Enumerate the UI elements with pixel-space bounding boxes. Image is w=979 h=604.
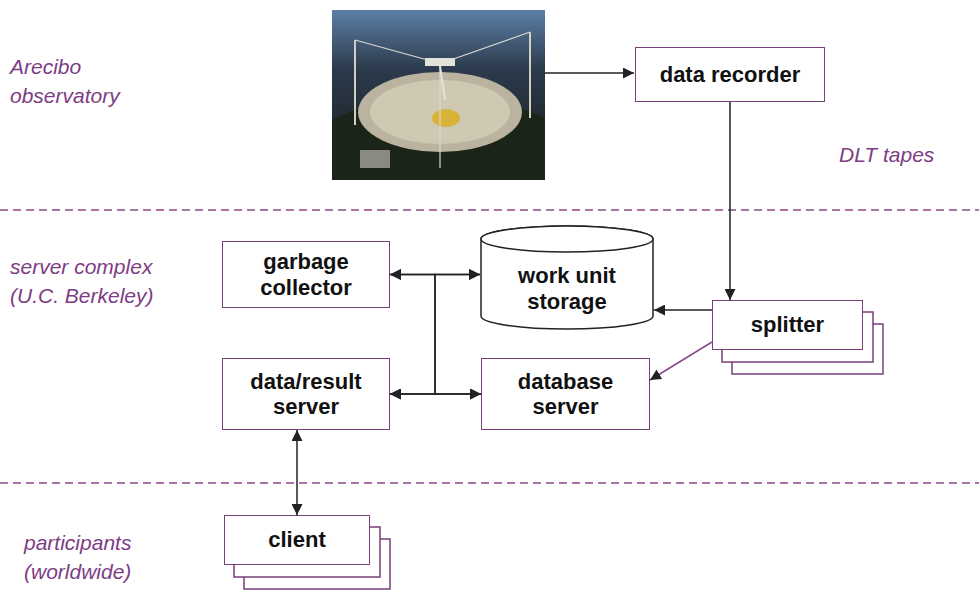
cylinder-top [481,226,653,252]
client-stack: client [224,515,370,565]
node-text: garbage collector [233,249,379,300]
connector-arrow [654,309,712,311]
process-box: data recorder [635,47,825,102]
connector-arrow [296,430,298,515]
process-box: data/result server [222,358,390,430]
connector-arrow [390,393,481,395]
tier-divider [0,482,979,484]
connector-arrow [729,102,731,300]
tier-divider [0,209,979,211]
node-text: splitter [751,312,824,337]
node-text: data/result server [233,369,379,420]
tier-label: participants (worldwide) [24,528,174,587]
signal-arrow [545,72,634,74]
process-stack: splitter [712,300,863,350]
node-text: data recorder [660,62,801,87]
connector-arrow [390,275,480,395]
tier-label: Arecibo observatory [10,52,160,111]
process-box: garbage collector [222,241,390,308]
node-text: database server [492,369,639,420]
process-box: database server [481,358,650,430]
edge-label: DLT tapes [836,143,937,167]
tier-label: server complex (U.C. Berkeley) [10,252,175,311]
connector-arrow [390,275,481,395]
storage-cylinder: work unit storage [480,225,654,330]
cylinder-body [481,226,653,329]
node-text: client [268,527,325,552]
observatory-photo [332,10,545,180]
connector-arrow [650,342,712,380]
node-text: work unit storage [490,263,644,314]
